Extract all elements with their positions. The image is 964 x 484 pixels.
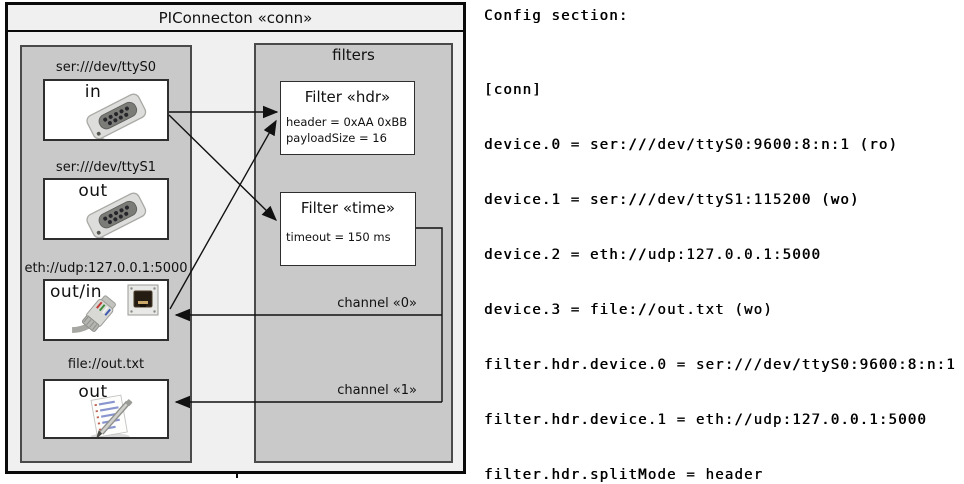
config-line: device.2 = eth://udp:127.0.0.1:5000: [484, 246, 822, 263]
filter-prop: header = 0xAA 0xBB: [286, 115, 408, 129]
config-line: device.1 = ser:///dev/ttyS1:115200 (wo): [484, 191, 860, 208]
device-uri-label: file://out.txt: [67, 357, 145, 372]
filter-prop: timeout = 150 ms: [286, 230, 391, 244]
device-mode-label: in: [84, 82, 102, 102]
filters-panel-title: filters: [332, 46, 375, 64]
serial-connector-icon: [86, 93, 147, 139]
device-mode-label: out: [78, 181, 108, 201]
frame-title-separator: [5, 30, 466, 32]
device-box-ttyS1: out: [43, 178, 169, 240]
device-uri-label: ser:///dev/ttyS0: [55, 60, 157, 75]
config-line: filter.hdr.device.1 = eth://udp:127.0.0.…: [484, 411, 927, 428]
rj45-cable-icon: [71, 295, 116, 333]
device-uri-label: eth://udp:127.0.0.1:5000: [24, 261, 188, 276]
config-section: [conn] device.0 = ser:///dev/ttyS0:9600:…: [484, 44, 962, 484]
config-line: filter.hdr.device.0 = ser:///dev/ttyS0:9…: [484, 356, 956, 373]
config-line: filter.hdr.splitMode = header: [484, 466, 764, 483]
device-mode-label: out/in: [50, 282, 103, 302]
serial-connector-icon: [86, 192, 147, 238]
device-box-eth: out/in: [43, 279, 169, 341]
filter-box-hdr: Filter «hdr» header = 0xAA 0xBB payloadS…: [280, 81, 415, 155]
device-mode-label: out: [78, 382, 108, 402]
notepad-icon: [90, 394, 133, 437]
frame-title: PIConnecton «conn»: [158, 9, 313, 27]
ethernet-wallplate-icon: [127, 284, 159, 316]
config-line: device.3 = file://out.txt (wo): [484, 301, 773, 318]
config-line: device.0 = ser:///dev/ttyS0:9600:8:n:1 (…: [484, 136, 899, 153]
filter-prop: payloadSize = 16: [286, 131, 387, 145]
device-uri-label: ser:///dev/ttyS1: [55, 160, 157, 175]
channel-label-1: channel «1»: [337, 383, 417, 398]
filter-title: Filter «hdr»: [304, 88, 391, 106]
filter-box-time: Filter «time» timeout = 150 ms: [280, 192, 416, 266]
config-heading: Config section:: [484, 8, 629, 24]
config-line: [conn]: [484, 81, 542, 98]
device-box-ttyS0: in: [43, 79, 169, 141]
channel-label-0: channel «0»: [337, 296, 417, 311]
filter-title: Filter «time»: [300, 199, 396, 217]
device-box-file: out: [43, 379, 169, 439]
